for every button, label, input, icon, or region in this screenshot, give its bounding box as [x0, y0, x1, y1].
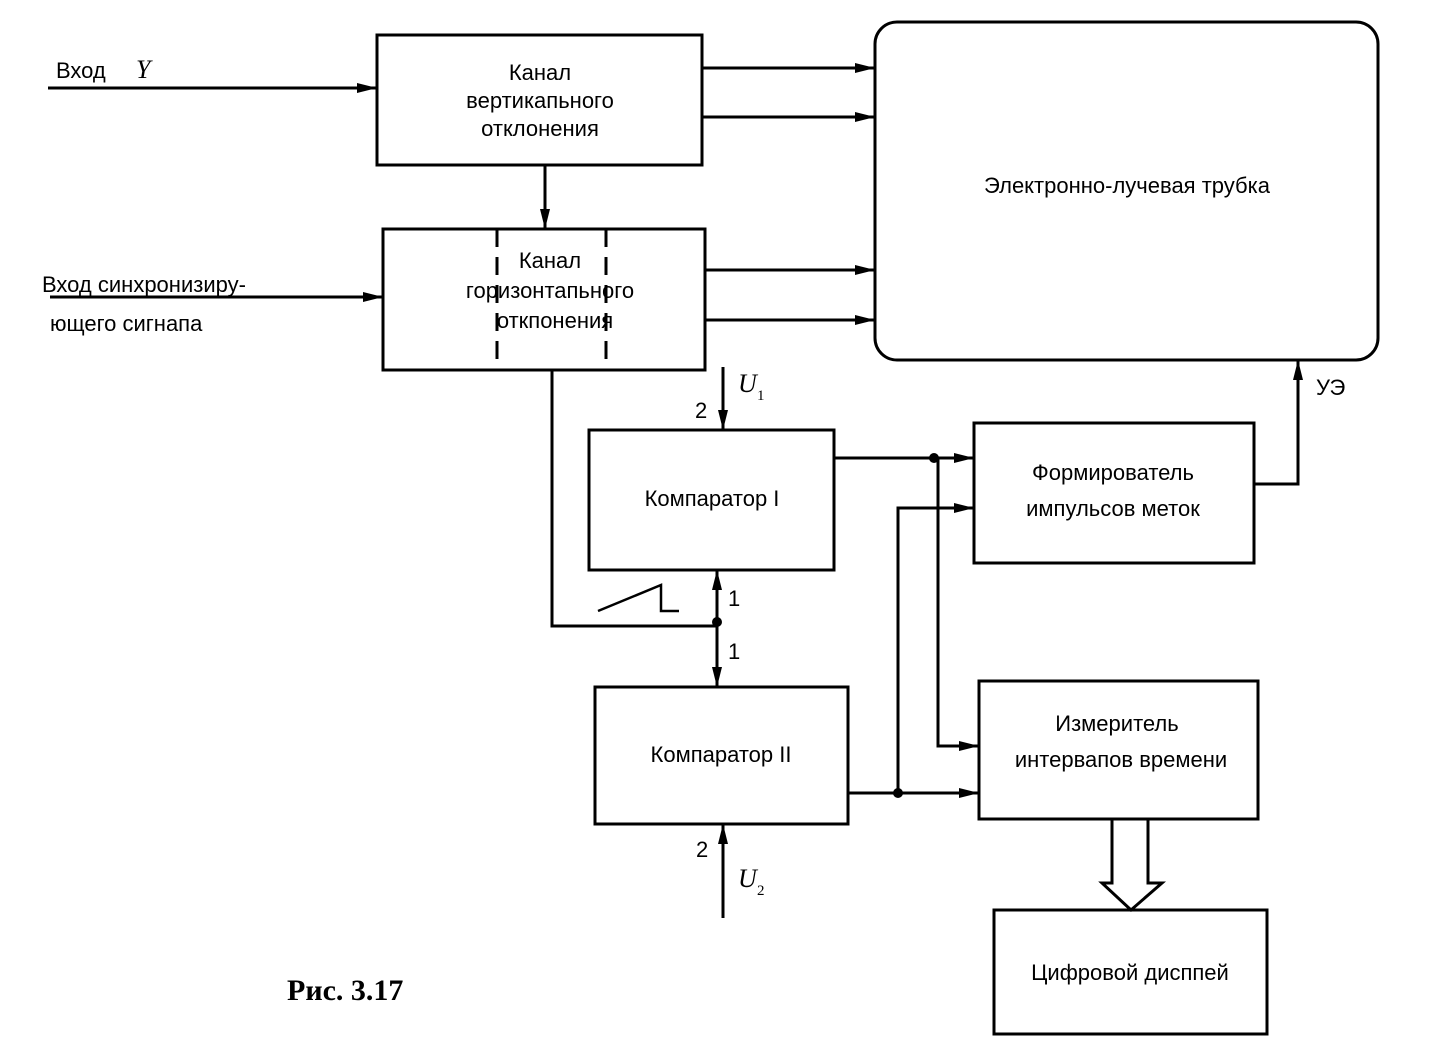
u2-subscript: 2: [757, 883, 765, 899]
vertical-channel-label-3: отклонения: [481, 116, 599, 141]
interval-meter-label-1: Измеритель: [1055, 711, 1178, 736]
digital-display-label: Цифровой дисппей: [1031, 960, 1229, 985]
crt-block: Электронно-лучевая трубка: [873, 20, 1380, 362]
crt-label: Электронно-лучевая трубка: [984, 173, 1271, 198]
interval-meter-block: Измеритель интервапов времени: [977, 679, 1260, 821]
interval-meter-label-2: интервапов времени: [1015, 747, 1227, 772]
ramp-waveform-icon: [597, 583, 679, 613]
figure-caption: Рис. 3.17: [287, 974, 403, 1007]
u1-label: U 1: [738, 369, 765, 404]
comparator-1-label: Компаратор I: [645, 486, 780, 511]
vertical-channel-block: Канал вертикапьного отклонения: [375, 33, 704, 167]
u1-subscript: 1: [757, 388, 765, 404]
pulse-former-label-2: импульсов меток: [1026, 496, 1200, 521]
input-y-label: Вход Y: [56, 55, 153, 84]
input-y-prefix: Вход: [56, 58, 106, 83]
sync-input-label-2: ющего сигнапа: [50, 311, 203, 336]
comparator-2-to-former-arrow: [896, 503, 974, 793]
comparator-1-to-meter-arrow: [936, 458, 979, 751]
sync-input-label-1: Вход синхронизиру-: [42, 272, 246, 297]
input-y-symbol: Y: [136, 55, 153, 84]
former-to-crt-arrow: [1254, 360, 1303, 486]
sweep-ramp-line: [550, 370, 717, 628]
u2-symbol: U: [738, 864, 759, 893]
comparator-2-label: Компаратор II: [651, 742, 792, 767]
comparator-1-block: Компаратор I: [587, 428, 836, 572]
port-2-bottom-label: 2: [696, 837, 708, 862]
meter-to-display-bus-arrow: [1098, 819, 1167, 913]
u1-symbol: U: [738, 369, 759, 398]
horizontal-channel-label-3: откпонения: [497, 308, 613, 333]
horizontal-channel-block: Канал горизонтапьного откпонения: [381, 227, 707, 372]
pulse-former-label-1: Формирователь: [1032, 460, 1194, 485]
comparator-2-block: Компаратор II: [593, 685, 850, 826]
u2-label: U 2: [738, 864, 765, 899]
vertical-channel-label-1: Канал: [509, 60, 571, 85]
port-1-upper-label: 1: [728, 586, 740, 611]
horizontal-channel-label-2: горизонтапьного: [466, 278, 634, 303]
control-electrode-label: УЭ: [1316, 375, 1345, 400]
digital-display-block: Цифровой дисппей: [992, 908, 1269, 1036]
port-2-top-label: 2: [695, 398, 707, 423]
horizontal-channel-label-1: Канал: [519, 248, 581, 273]
port-1-lower-label: 1: [728, 639, 740, 664]
pulse-former-block: Формирователь импульсов меток: [972, 421, 1256, 565]
vertical-channel-label-2: вертикапьного: [466, 88, 614, 113]
